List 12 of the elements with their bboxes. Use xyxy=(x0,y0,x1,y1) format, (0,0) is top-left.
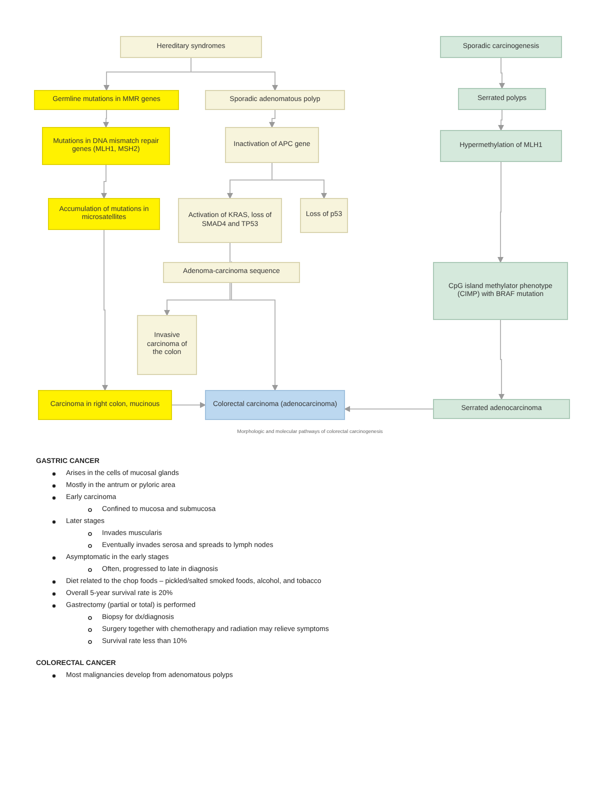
connector-arrow xyxy=(344,406,434,412)
connector-arrow xyxy=(499,58,505,89)
connector-arrow xyxy=(498,110,504,131)
connector-arrow xyxy=(103,110,109,128)
connector-arrow xyxy=(269,110,276,128)
connector-arrow xyxy=(272,162,327,199)
connector-arrow xyxy=(190,58,278,91)
connector-arrow xyxy=(101,164,107,199)
connector-arrow xyxy=(172,402,206,408)
connector-arrow xyxy=(498,320,504,400)
connector-arrow xyxy=(498,162,504,263)
connector-arrow xyxy=(102,230,108,391)
